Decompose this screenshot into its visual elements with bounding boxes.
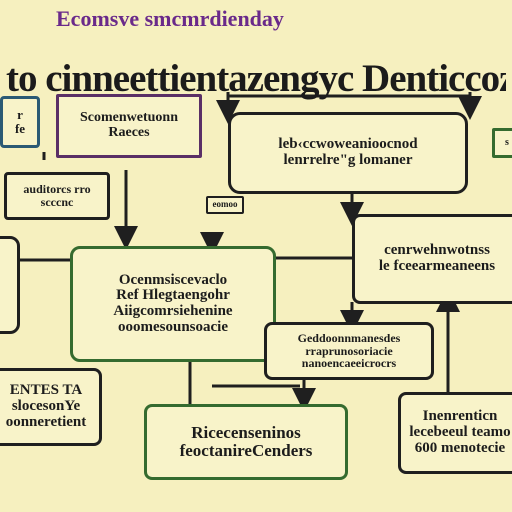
node-text: oonneretient [5,413,87,430]
node-left-edge [0,236,20,334]
node-text: le fceearmeaneens [378,258,496,274]
node-top-purple: Scomenwetuonn Raeces [56,94,202,158]
page-subtitle: Ecomsve smcmrdienday [56,6,284,31]
node-text: eomoo [212,199,238,210]
node-text: Ref Hlegtaengohr [116,287,230,304]
node-text: ENTES TA [9,382,83,399]
node-text: Aiigcomrsiehenine [113,303,233,319]
node-text: fe [14,121,26,136]
node-text: rraprunosoriacie [305,343,393,358]
node-text: Geddoonnmanesdes [297,331,401,346]
node-text: ooomesounsoacie [118,318,228,335]
node-text: nanoencaeeicrocrs [301,356,397,371]
node-text: lenrrelre"g lomaner [283,152,413,168]
node-text: feoctanireCenders [179,441,313,460]
node-right-main: cenrwehnwotnss le fceearmeaneens [352,214,512,304]
node-right-small: s [492,128,512,158]
node-text: Ricecenseninos [191,423,301,443]
node-top-right: leb‹ccwoweanioocnod lenrrelre"g lomaner [228,112,468,194]
node-text: leb‹ccwoweanioocnod [278,136,418,153]
node-text: Ocenmsiscevaclo [118,271,228,288]
node-left-bottom: ENTES TA slocesonYe oonneretient [0,368,102,446]
node-center-right: Geddoonnmanesdes rraprunosoriacie nanoen… [264,322,434,380]
node-text: Inenrenticn [422,408,498,425]
node-text: s [505,136,509,148]
node-text: Raeces [108,125,150,140]
page-title: to cinneettientazengyc Denticcoz [6,57,506,100]
node-center-main: Ocenmsiscevaclo Ref Hlegtaengohr Aiigcom… [70,246,276,362]
node-text: lecebeeul teamo [409,424,511,441]
node-text: Scomenwetuonn [79,110,178,126]
node-text: 600 menotecie [414,439,506,456]
node-text: r [17,107,23,123]
node-text: auditorcs rro [23,182,91,197]
node-left-mid-small: auditorcs rro scccnc [4,172,110,220]
node-bottom-right: Inenrenticn lecebeeul teamo 600 menoteci… [398,392,512,474]
node-text: scccnc [40,195,74,209]
node-top-left-small: r fe [0,96,40,148]
node-text: cenrwehnwotnss [384,242,490,259]
node-bottom-center: Ricecenseninos feoctanireCenders [144,404,348,480]
node-text: slocesonYe [11,398,81,415]
node-tiny-label: eomoo [206,196,244,214]
